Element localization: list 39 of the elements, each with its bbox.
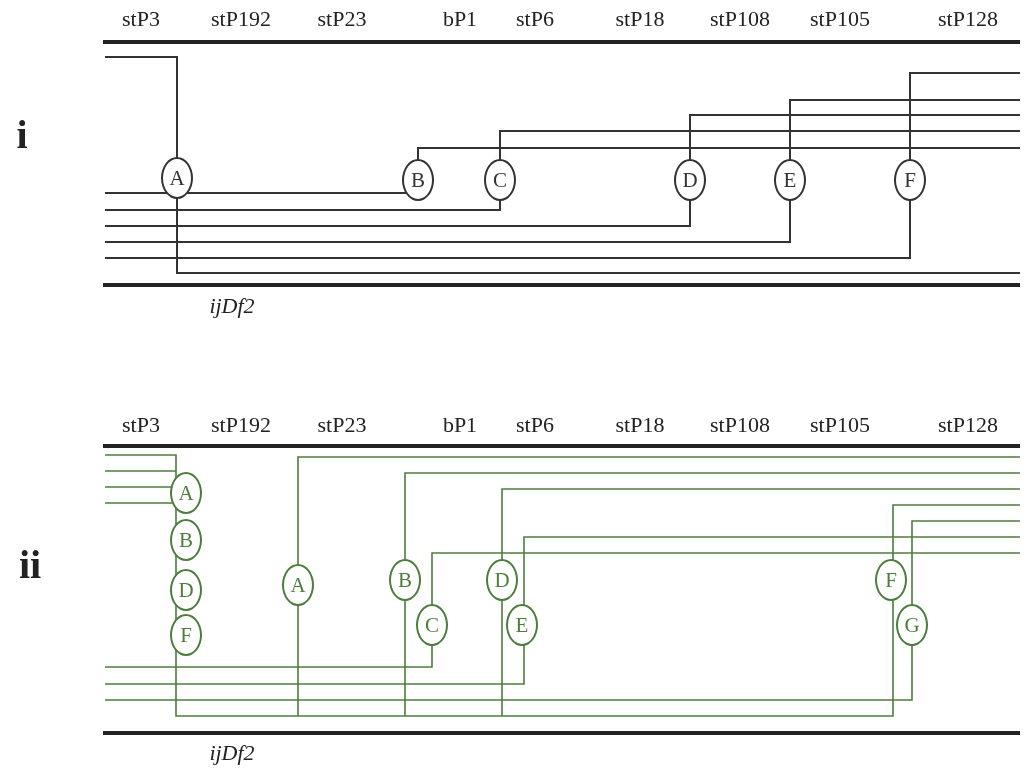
panel-label: ii [18,545,42,585]
insertion-site-label: stP105 [810,8,870,30]
insertion-site-label: stP6 [516,8,554,30]
allele-oval: A [170,472,202,514]
insertion-site-label: stP192 [211,414,271,436]
allele-oval: D [674,159,706,201]
panel-label: i [16,115,28,155]
insertion-site-label: stP18 [615,8,665,30]
allele-oval: B [170,519,202,561]
allele-oval: D [486,559,518,601]
deficiency-label: ijDf2 [209,742,255,764]
allele-oval: D [170,569,202,611]
deficiency-label: ijDf2 [209,295,255,317]
insertion-site-label: stP3 [122,8,160,30]
insertion-site-label: stP18 [615,414,665,436]
insertion-site-label: stP108 [710,414,770,436]
allele-oval: F [894,159,926,201]
allele-oval: C [484,159,516,201]
allele-oval: A [282,564,314,606]
insertion-site-label: stP23 [317,8,367,30]
insertion-site-label: bP1 [442,8,478,30]
allele-oval: C [416,604,448,646]
insertion-site-label: stP108 [710,8,770,30]
allele-oval: F [875,559,907,601]
allele-oval: B [402,159,434,201]
allele-oval: E [506,604,538,646]
allele-oval: B [389,559,421,601]
insertion-site-label: stP128 [938,414,998,436]
insertion-site-label: stP105 [810,414,870,436]
insertion-site-label: stP128 [938,8,998,30]
allele-oval: E [774,159,806,201]
allele-oval: G [896,604,928,646]
insertion-site-label: stP6 [516,414,554,436]
insertion-site-label: stP23 [317,414,367,436]
allele-oval: A [161,157,193,199]
insertion-site-label: bP1 [442,414,478,436]
insertion-site-label: stP192 [211,8,271,30]
insertion-site-label: stP3 [122,414,160,436]
allele-oval: F [170,614,202,656]
